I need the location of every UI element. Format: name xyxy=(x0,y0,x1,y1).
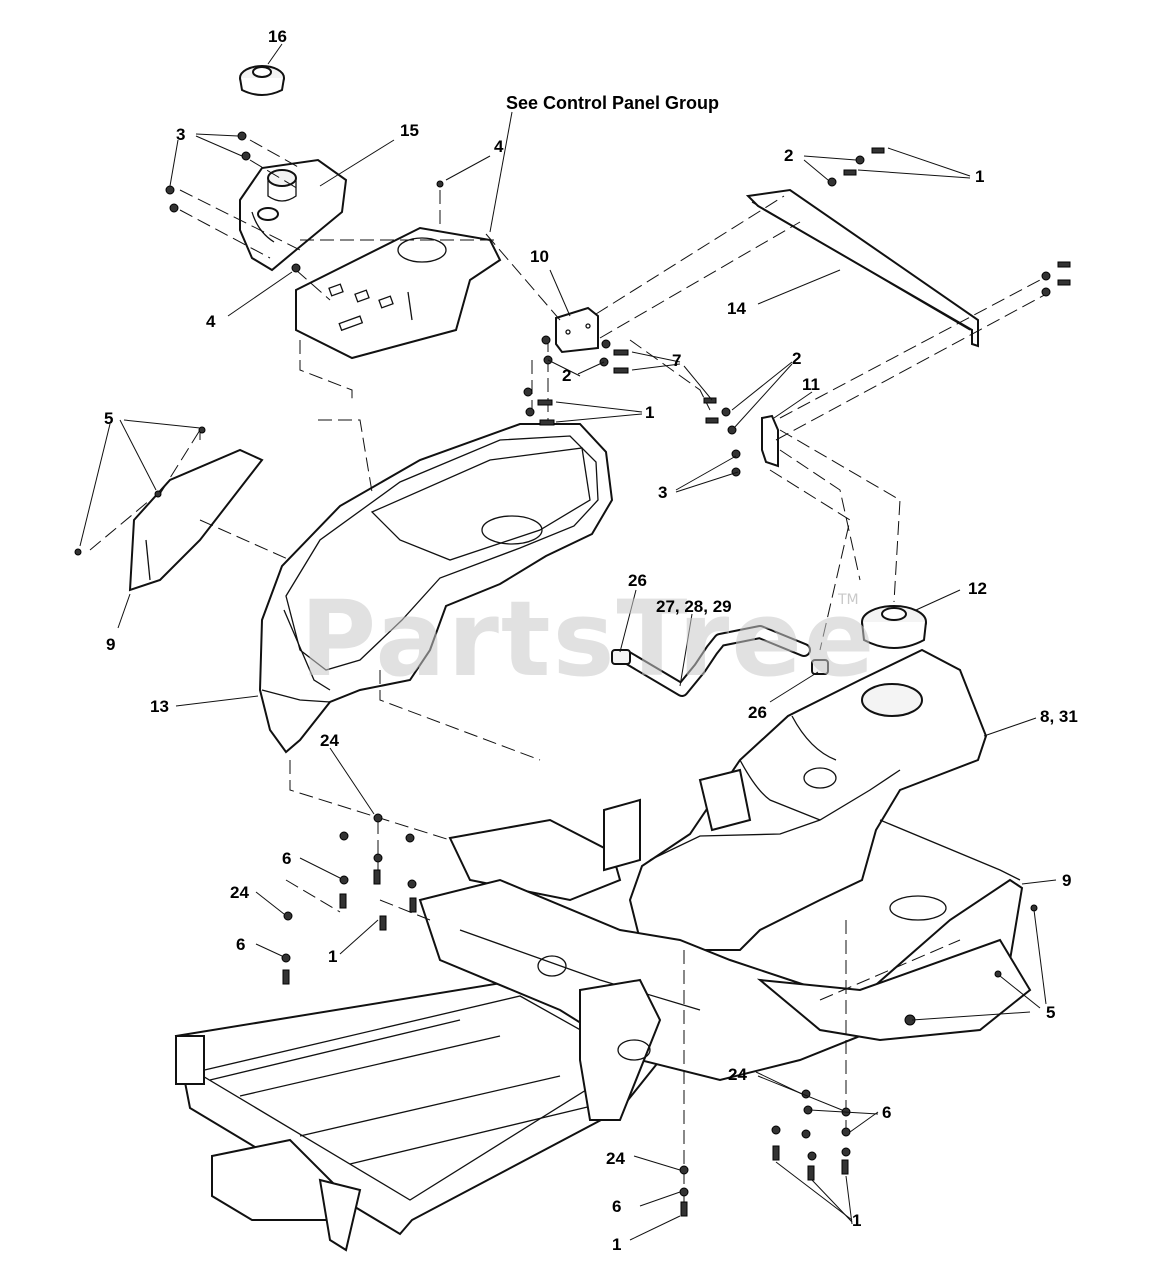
watermark-brand: PartsTree xyxy=(300,578,877,700)
callout-27-28-29: 27, 28, 29 xyxy=(656,597,732,616)
leader-lines xyxy=(79,43,1057,1241)
callout-1: 1 xyxy=(852,1211,862,1230)
bracket-11 xyxy=(761,414,779,468)
bracket-10 xyxy=(555,306,599,354)
callout-24: 24 xyxy=(606,1149,625,1168)
callout-1: 1 xyxy=(328,947,338,966)
callout-9: 9 xyxy=(106,635,116,654)
callout-4: 4 xyxy=(206,312,216,331)
mower-frame xyxy=(174,768,1032,1252)
callout-14: 14 xyxy=(727,299,746,318)
header-callout: See Control Panel Group xyxy=(506,93,720,113)
callout-2: 2 xyxy=(562,366,572,385)
callout-11: 11 xyxy=(802,375,820,394)
callout-24: 24 xyxy=(728,1065,747,1084)
callout-12: 12 xyxy=(968,579,987,598)
callout-6: 6 xyxy=(236,935,246,954)
fuel-hose-27-28-29 xyxy=(611,625,829,697)
watermark-trademark: TM xyxy=(838,592,859,608)
callout-5: 5 xyxy=(1046,1003,1056,1022)
callout-2: 2 xyxy=(784,146,794,165)
reservoir-tank-15 xyxy=(239,158,348,272)
callout-7: 7 xyxy=(672,351,682,370)
fuel-cap-12 xyxy=(861,605,927,649)
callout-13: 13 xyxy=(150,697,169,716)
callout-6: 6 xyxy=(612,1197,622,1216)
callout-26: 26 xyxy=(748,703,767,722)
side-panel-9-left xyxy=(128,448,264,592)
callout-5: 5 xyxy=(104,409,114,428)
callout-4: 4 xyxy=(494,137,504,156)
fuel-tank-8-31 xyxy=(628,648,988,951)
callout-10: 10 xyxy=(530,247,549,266)
assembly-lines xyxy=(89,139,1051,1210)
seat-pan-13 xyxy=(258,423,614,754)
callout-2: 2 xyxy=(792,349,802,368)
control-panel-plate xyxy=(295,226,502,360)
callout-1: 1 xyxy=(612,1235,622,1254)
callout-1: 1 xyxy=(975,167,985,186)
callout-1: 1 xyxy=(645,403,655,422)
callout-3: 3 xyxy=(176,125,186,144)
callout-6: 6 xyxy=(282,849,292,868)
callout-9: 9 xyxy=(1062,871,1072,890)
callout-15: 15 xyxy=(400,121,419,140)
fuel-cap-16 xyxy=(239,65,285,96)
brace-bar-14 xyxy=(745,188,979,348)
callout-3: 3 xyxy=(658,483,668,502)
callout-24: 24 xyxy=(230,883,249,902)
callout-24: 24 xyxy=(320,731,339,750)
callout-8-31: 8, 31 xyxy=(1040,707,1078,726)
callout-26: 26 xyxy=(628,571,647,590)
hardware xyxy=(74,131,1071,1217)
callout-16: 16 xyxy=(268,27,287,46)
callout-6: 6 xyxy=(882,1103,892,1122)
